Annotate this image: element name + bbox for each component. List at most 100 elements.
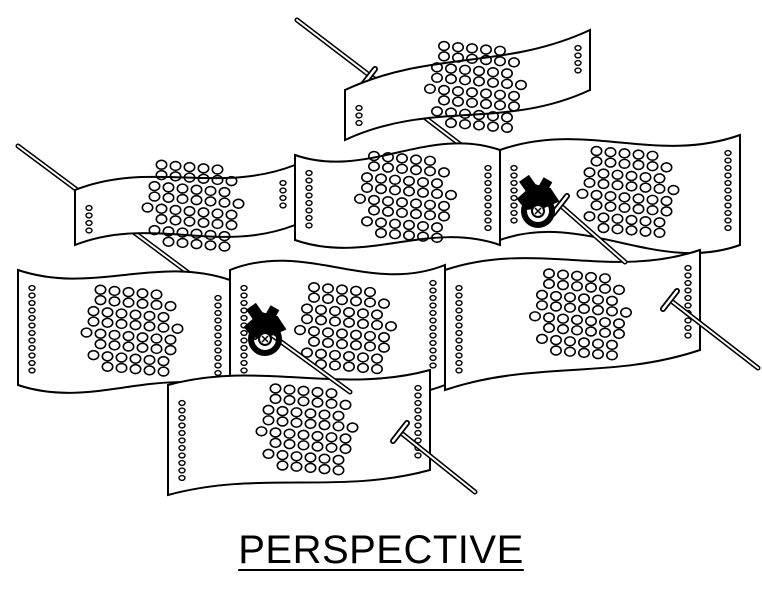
perforation-hole — [162, 226, 175, 237]
perforation-hole — [402, 186, 415, 197]
perforation-hole — [136, 298, 149, 309]
perforation-hole — [507, 90, 520, 102]
perforation-hole — [150, 333, 163, 344]
edge-slot — [484, 209, 492, 217]
perforation-hole — [395, 163, 408, 175]
perforation-hole — [300, 313, 313, 325]
perforation-hole — [136, 342, 149, 353]
edge-slot — [178, 429, 186, 437]
perforation-hole — [122, 286, 135, 298]
perforation-hole — [87, 305, 100, 317]
edge-slot — [305, 184, 313, 192]
perforation-hole — [381, 206, 394, 217]
stake-head-highlight — [391, 421, 409, 443]
perforation-hole — [458, 64, 471, 76]
edge-slot — [305, 214, 313, 222]
edge-slot — [240, 352, 248, 359]
perforation-hole — [472, 76, 485, 87]
perforation-hole — [374, 183, 387, 195]
perforation-hole — [618, 192, 631, 203]
edge-slot — [279, 187, 287, 194]
edge-slot — [178, 467, 186, 474]
edge-slot — [724, 157, 732, 164]
perforation-hole — [500, 78, 513, 90]
perforation-hole — [549, 334, 562, 346]
edge-slot — [279, 179, 287, 187]
edge-slot — [355, 119, 363, 127]
perforation-hole — [190, 238, 203, 250]
stake-head-highlight — [551, 194, 569, 216]
perforation-hole — [598, 317, 611, 328]
perforation-hole — [204, 240, 217, 251]
perforation-hole — [584, 271, 597, 283]
edge-slot — [455, 329, 463, 337]
cell-panel — [294, 142, 501, 249]
perforation-hole — [176, 183, 189, 194]
clip-tab — [264, 305, 280, 321]
cell-panel — [167, 368, 431, 497]
edge-slot — [279, 202, 287, 209]
perforation-hole — [409, 164, 422, 176]
perforation-hole — [283, 428, 296, 439]
perforation-hole — [169, 171, 182, 182]
perforation-hole — [155, 213, 168, 225]
stake-rod-highlight — [559, 204, 626, 263]
edge-slot — [455, 314, 463, 322]
edge-slot — [28, 344, 36, 352]
perforation-hole — [356, 352, 369, 363]
perforation-hole — [583, 177, 596, 189]
perforation-hole — [486, 110, 499, 122]
perforation-hole — [150, 299, 163, 311]
perforation-hole — [458, 74, 471, 86]
perforation-hole — [183, 205, 196, 217]
cell-panel — [499, 133, 741, 255]
perforation-hole — [157, 355, 170, 367]
perforation-hole — [197, 217, 210, 228]
perforation-hole — [430, 232, 443, 244]
perforation-hole — [374, 217, 387, 228]
perforation-hole — [597, 168, 610, 179]
cell-panel — [344, 28, 591, 142]
edge-slot — [684, 324, 692, 332]
perforation-hole — [423, 155, 436, 167]
edge-slot — [28, 322, 36, 329]
perforation-hole — [430, 178, 443, 189]
edge-slot — [510, 172, 518, 179]
edge-slot — [240, 337, 248, 344]
perforation-hole — [157, 366, 170, 377]
perforation-hole — [430, 72, 443, 84]
perforation-hole — [150, 343, 163, 355]
perforation-hole — [94, 338, 107, 350]
perforation-hole — [542, 312, 555, 323]
perforation-hole — [591, 304, 604, 316]
perforation-hole — [377, 332, 390, 343]
perforation-hole — [370, 309, 383, 320]
perforation-hole — [507, 101, 520, 112]
perforation-hole — [101, 317, 114, 328]
perforation-hole — [108, 329, 121, 341]
edge-slot — [724, 179, 732, 187]
perforation-hole — [465, 43, 478, 54]
perforation-hole — [479, 88, 492, 99]
perforation-hole — [108, 296, 121, 307]
perforation-hole — [549, 345, 562, 356]
perforation-hole — [570, 314, 583, 326]
edge-slot — [455, 359, 463, 367]
perforation-hole — [409, 198, 422, 209]
perforation-hole — [356, 362, 369, 374]
perforation-hole — [430, 188, 443, 200]
edge-slot — [484, 187, 492, 194]
perforation-hole — [255, 426, 268, 437]
edge-slot — [28, 352, 36, 359]
edge-slot — [355, 104, 363, 112]
perforation-hole — [632, 193, 645, 204]
perforation-hole — [584, 326, 597, 337]
perforation-hole — [374, 227, 387, 239]
perforation-hole — [108, 285, 121, 297]
perforation-hole — [590, 200, 603, 211]
perforation-hole — [122, 297, 135, 308]
perforation-hole — [346, 422, 359, 433]
perforation-hole — [190, 228, 203, 239]
edge-slot — [484, 224, 492, 232]
perforation-hole — [409, 154, 422, 165]
